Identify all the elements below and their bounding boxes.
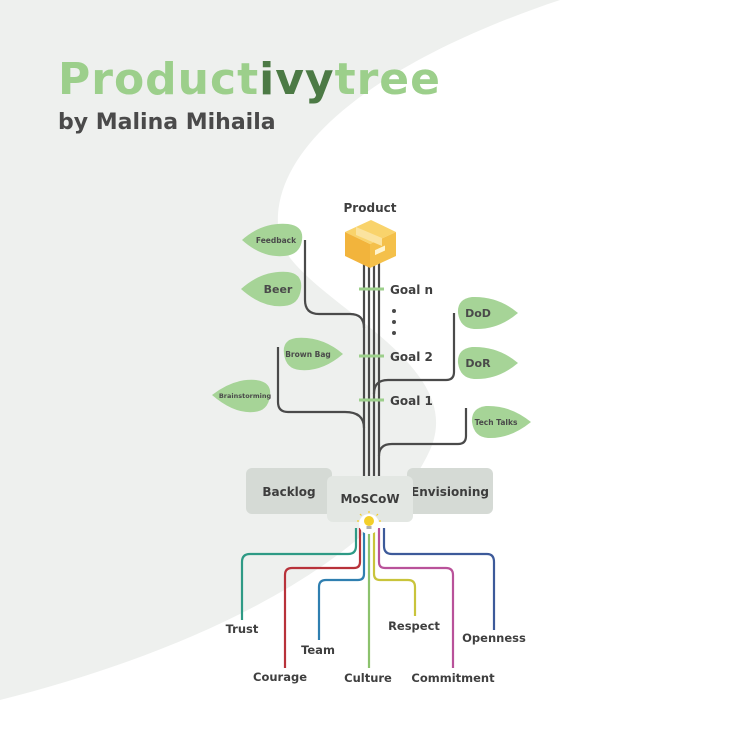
- roots: [240, 528, 496, 668]
- leaf-brainstorming: Brainstorming: [212, 379, 272, 413]
- product-label: Product: [344, 201, 397, 215]
- branches-right: [372, 313, 468, 457]
- value-label-trust: Trust: [226, 622, 259, 636]
- value-label-commitment: Commitment: [411, 671, 495, 685]
- value-label-culture: Culture: [344, 671, 392, 685]
- goal-label-2: Goal 2: [390, 350, 433, 364]
- leaf-dod: DoD: [457, 296, 518, 330]
- moscow-label: MoSCoW: [340, 492, 399, 506]
- goal-ellipsis: [392, 309, 396, 335]
- leaf-brown-bag: Brown Bag: [283, 337, 343, 371]
- value-label-courage: Courage: [253, 670, 307, 684]
- root-openness: [382, 528, 496, 630]
- moscow-box: [327, 476, 413, 522]
- title-part-ivy: ivy: [259, 54, 335, 105]
- leaf-label-dod: DoD: [465, 307, 491, 320]
- goal-label-n: Goal n: [390, 283, 433, 297]
- leaf-label-brown-bag: Brown Bag: [285, 350, 331, 359]
- goal-ticks: [359, 287, 384, 402]
- value-label-respect: Respect: [388, 619, 440, 633]
- title-part-tree: tree: [334, 54, 441, 105]
- trunk: [362, 262, 381, 480]
- leaf-tech-talks: Tech Talks: [471, 405, 531, 439]
- root-team: [317, 528, 366, 640]
- backlog-box: [246, 468, 332, 514]
- product-box-icon: [345, 220, 396, 268]
- title-part-product: Product: [58, 54, 260, 105]
- leaf-label-tech-talks: Tech Talks: [475, 418, 518, 427]
- leaf-feedback: Feedback: [242, 223, 303, 257]
- leaf-label-feedback: Feedback: [256, 236, 297, 245]
- lightbulb-icon: [357, 511, 381, 534]
- leaf-label-beer: Beer: [264, 283, 293, 296]
- goal-label-1: Goal 1: [390, 394, 433, 408]
- root-courage: [283, 528, 362, 668]
- root-trust: [240, 528, 358, 620]
- envisioning-box: [407, 468, 493, 514]
- backlog-label: Backlog: [262, 485, 315, 499]
- value-label-team: Team: [301, 643, 335, 657]
- leaf-dor: DoR: [457, 346, 518, 380]
- root-respect: [372, 528, 417, 616]
- root-commitment: [377, 528, 455, 668]
- branches-left: [276, 240, 366, 429]
- leaf-label-brainstorming: Brainstorming: [219, 392, 272, 400]
- poster-title: Productivytree: [58, 58, 441, 102]
- value-label-openness: Openness: [462, 631, 526, 645]
- envisioning-label: Envisioning: [411, 485, 489, 499]
- leaf-beer: Beer: [241, 271, 302, 307]
- leaf-label-dor: DoR: [465, 357, 491, 370]
- poster-author: by Malina Mihaila: [58, 110, 276, 135]
